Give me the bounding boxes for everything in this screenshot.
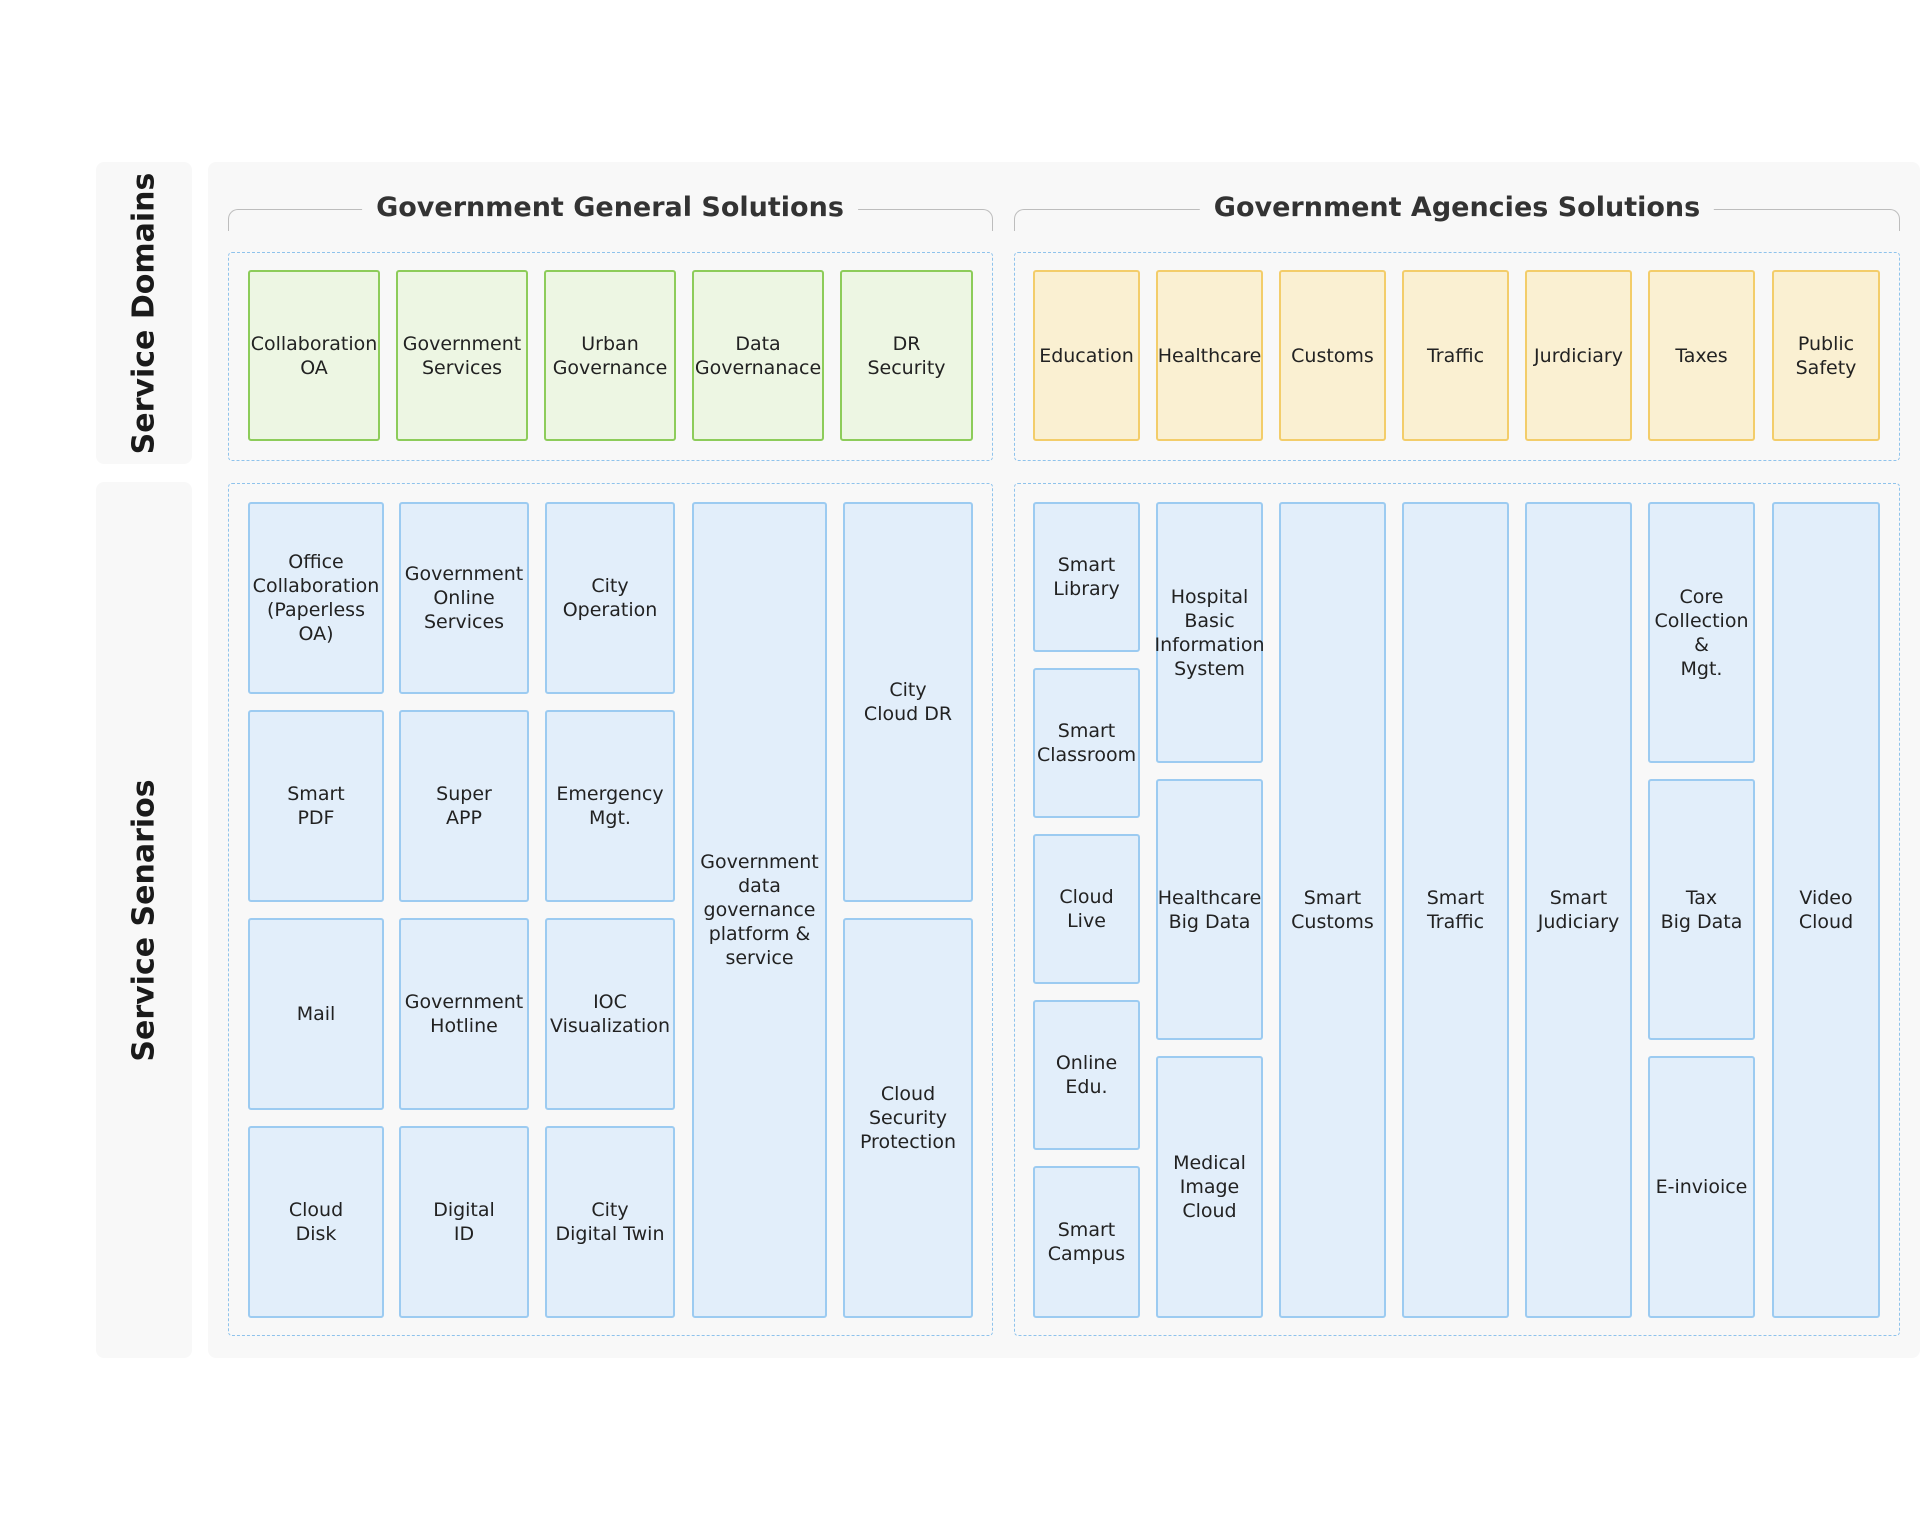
scenarios-label-panel	[96, 482, 192, 1358]
scenario-super-app: Super APP	[399, 710, 529, 902]
scenario-ioc-visualization: IOC Visualization	[545, 918, 675, 1110]
domain-jurdiciary: Jurdiciary	[1525, 270, 1632, 441]
scenario-smart-pdf: Smart PDF	[248, 710, 384, 902]
domains-label-panel	[96, 162, 192, 464]
scenario-medical-image-cloud: Medical Image Cloud	[1156, 1056, 1263, 1318]
scenario-hospital-basic-information-system: Hospital Basic Information System	[1155, 502, 1265, 763]
scenario-mail: Mail	[248, 918, 384, 1110]
scenario-city-cloud-dr: City Cloud DR	[843, 502, 973, 902]
scenario-city-digital-twin: City Digital Twin	[545, 1126, 675, 1318]
scenario-cloud-security-protection: Cloud Security Protection	[843, 918, 973, 1318]
domain-urban-governance: Urban Governance	[544, 270, 676, 441]
general-group-title: Government General Solutions	[362, 191, 858, 225]
service-scenarios-label: Service Senarios	[126, 778, 162, 1062]
scenario-smart-traffic: Smart Traffic	[1402, 502, 1509, 1318]
agencies-domains-container	[1014, 252, 1900, 461]
scenario-emergency-mgt: Emergency Mgt.	[545, 710, 675, 902]
agencies-scenarios-container	[1014, 483, 1900, 1336]
domain-collaboration-oa: Collaboration OA	[248, 270, 380, 441]
scenario-smart-judiciary: Smart Judiciary	[1525, 502, 1632, 1318]
scenario-smart-campus: Smart Campus	[1033, 1166, 1140, 1318]
scenario-tax-big-data: Tax Big Data	[1648, 779, 1755, 1040]
scenario-cloud-disk: Cloud Disk	[248, 1126, 384, 1318]
scenario-healthcare-big-data: Healthcare Big Data	[1156, 779, 1263, 1040]
scenario-government-hotline: Government Hotline	[399, 918, 529, 1110]
scenario-cloud-live: Cloud Live	[1033, 834, 1140, 984]
scenario-e-invoice: E-invioice	[1648, 1056, 1755, 1318]
domain-public-safety: Public Safety	[1772, 270, 1880, 441]
domain-education: Education	[1033, 270, 1140, 441]
domain-dr-security: DR Security	[840, 270, 973, 441]
domain-government-services: Government Services	[396, 270, 528, 441]
domain-taxes: Taxes	[1648, 270, 1755, 441]
agencies-group-title: Government Agencies Solutions	[1199, 191, 1715, 225]
scenario-digital-id: Digital ID	[399, 1126, 529, 1318]
general-domains-container	[228, 252, 993, 461]
scenario-video-cloud: Video Cloud	[1772, 502, 1880, 1318]
scenario-smart-library: Smart Library	[1033, 502, 1140, 652]
domain-customs: Customs	[1279, 270, 1386, 441]
scenario-smart-customs: Smart Customs	[1279, 502, 1386, 1318]
scenario-smart-classroom: Smart Classroom	[1033, 668, 1140, 818]
scenario-core-collection-mgt: Core Collection & Mgt.	[1648, 502, 1755, 763]
general-scenarios-container	[228, 483, 993, 1336]
scenario-office-collaboration: Office Collaboration (Paperless OA)	[248, 502, 384, 694]
scenario-city-operation: City Operation	[545, 502, 675, 694]
scenario-online-edu: Online Edu.	[1033, 1000, 1140, 1150]
scenario-government-online-services: Government Online Services	[399, 502, 529, 694]
domain-traffic: Traffic	[1402, 270, 1509, 441]
domain-healthcare: Healthcare	[1156, 270, 1263, 441]
scenario-government-data-governance-platform: Government data governance platform & se…	[692, 502, 827, 1318]
domain-data-governance: Data Governanace	[692, 270, 824, 441]
service-domains-label: Service Domains	[126, 172, 162, 454]
